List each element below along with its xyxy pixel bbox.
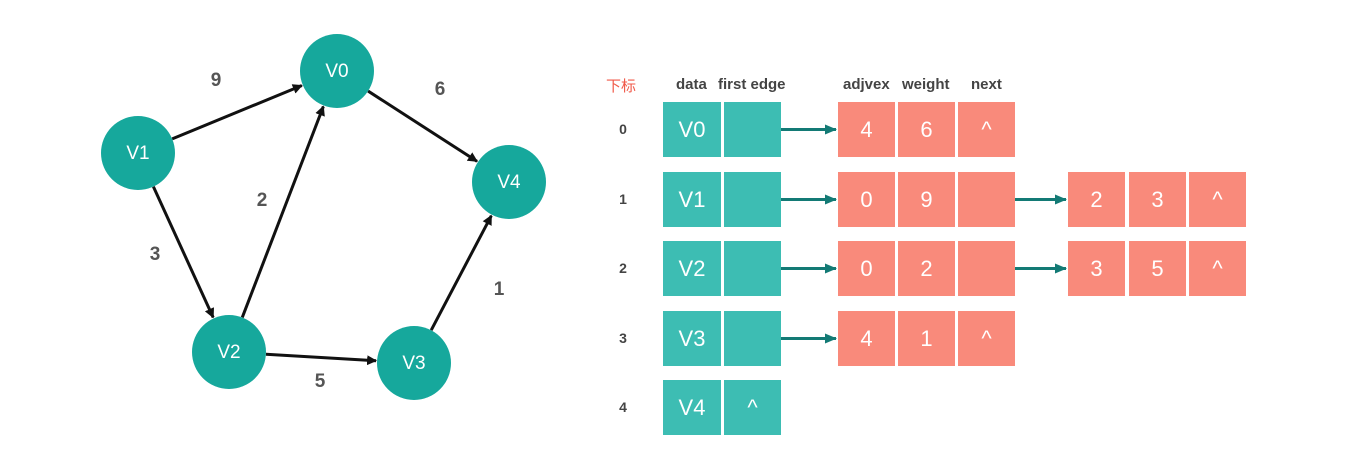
adjvex-cell: 4 [838,311,895,366]
node-label: V1 [126,143,149,164]
adjvex-cell: 0 [838,241,895,296]
weight-cell: 1 [898,311,955,366]
first-edge-cell [724,102,781,157]
edge-weight-label: 6 [435,79,446,100]
adjvex-cell: 4 [838,102,895,157]
vertex-data-cell: V0 [663,102,721,157]
edge-weight-label: 9 [211,70,222,91]
adjvex-cell: 0 [838,172,895,227]
node-label: V3 [402,353,425,374]
graph-node-v1: V1 [101,116,175,190]
node-label: V0 [325,61,348,82]
edge-weight-label: 5 [315,371,326,392]
graph-node-v3: V3 [377,326,451,400]
node-circle [377,326,451,400]
next-cell [958,172,1015,227]
edge-v0-v4 [367,89,478,163]
edge-v1-v2 [152,186,215,319]
vertex-data-cell: V3 [663,311,721,366]
header-data: data [676,76,707,93]
adjvex-cell: 2 [1068,172,1125,227]
first-edge-cell [724,172,781,227]
adjvex-cell: 3 [1068,241,1125,296]
header-first-edge: first edge [718,76,786,93]
node-label: V2 [217,342,240,363]
vertex-data-cell: V1 [663,172,721,227]
edge-v2-v3 [265,352,378,366]
node-circle [192,315,266,389]
next-cell: ^ [958,311,1015,366]
header-next: next [971,76,1002,93]
vertex-data-cell: V2 [663,241,721,296]
row-index: 1 [619,190,627,207]
edge-weight-label: 3 [150,244,161,265]
vertex-data-cell: V4 [663,380,721,435]
row-index: 2 [619,259,627,276]
header-adjvex: adjvex [843,76,890,93]
node-circle [300,34,374,108]
next-cell [958,241,1015,296]
row-index: 4 [619,398,627,415]
node-circle [472,145,546,219]
node-label: V4 [497,172,521,193]
weight-cell: 3 [1129,172,1186,227]
edge-weight-label: 2 [257,190,268,211]
row-index: 0 [619,120,627,137]
weight-cell: 5 [1129,241,1186,296]
weight-cell: 6 [898,102,955,157]
first-edge-cell [724,311,781,366]
graph-node-v2: V2 [192,315,266,389]
edge-v3-v4 [429,214,493,331]
node-circle [101,116,175,190]
header-weight: weight [902,76,950,93]
edge-v1-v0 [171,84,303,141]
row-index: 3 [619,329,627,346]
next-cell: ^ [1189,241,1246,296]
weight-cell: 2 [898,241,955,296]
first-edge-cell [724,241,781,296]
next-cell: ^ [1189,172,1246,227]
edge-v2-v0 [240,105,325,319]
weight-cell: 9 [898,172,955,227]
first-edge-cell: ^ [724,380,781,435]
edge-weight-label: 1 [494,279,505,300]
header-index: 下标 [606,77,637,95]
graph-node-v4: V4 [472,145,546,219]
next-cell: ^ [958,102,1015,157]
graph-node-v0: V0 [300,34,374,108]
